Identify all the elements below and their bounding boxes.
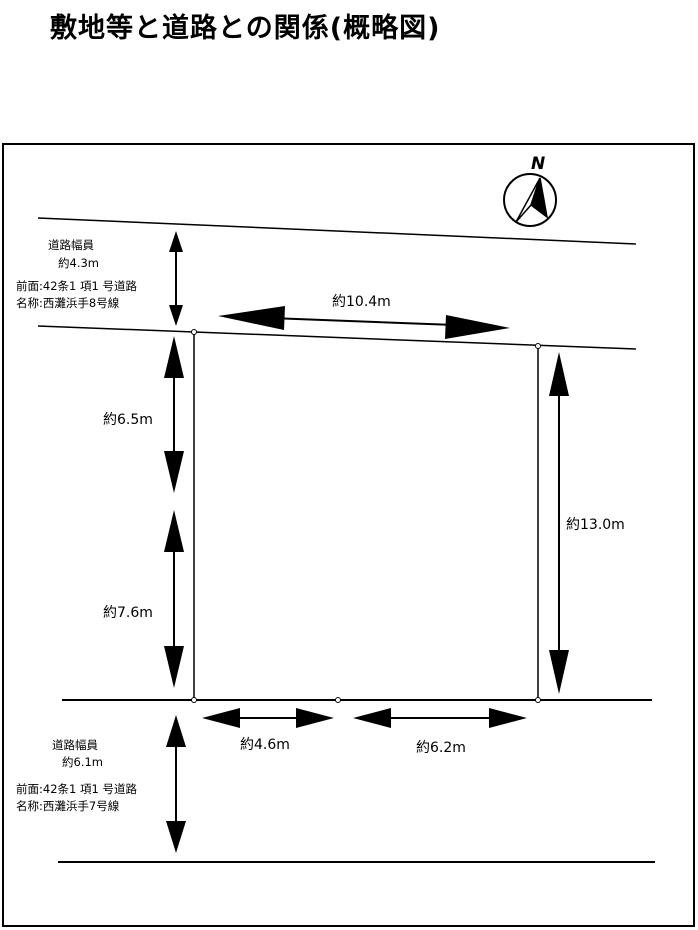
dimension-top: 約10.4m (332, 294, 391, 310)
bottom-right-frontage-arrow (353, 708, 527, 728)
corner-point (191, 697, 197, 703)
south-road-width-arrow (166, 715, 186, 853)
dimension-left-upper: 約6.5m (103, 412, 153, 428)
dimension-bottom-left: 約4.6m (240, 737, 290, 753)
diagram-frame (2, 143, 695, 927)
north-compass-icon (503, 173, 557, 227)
dimension-bottom-right: 約6.2m (416, 740, 466, 756)
left-lower-depth-arrow (164, 510, 184, 688)
page-title: 敷地等と道路との関係(概略図) (50, 13, 441, 44)
compass-north-label: N (531, 154, 546, 174)
north-road-width-label: 道路幅員 (48, 238, 94, 252)
corner-point (535, 697, 541, 703)
north-road-name: 名称:西灘浜手8号線 (16, 296, 120, 310)
south-road-width-value: 約6.1m (62, 755, 103, 769)
dimension-left-lower: 約7.6m (103, 605, 153, 621)
south-road-type: 前面:42条1 項1 号道路 (16, 782, 137, 796)
south-road-name: 名称:西灘浜手7号線 (16, 799, 120, 813)
left-upper-depth-arrow (164, 336, 184, 493)
right-depth-arrow (549, 352, 569, 694)
boundary-point (335, 697, 341, 703)
south-road-width-label: 道路幅員 (52, 738, 98, 752)
north-road-near-edge (37, 325, 637, 350)
north-road-type: 前面:42条1 項1 号道路 (16, 279, 137, 293)
dimension-right: 約13.0m (566, 517, 625, 533)
north-road-width-arrow (169, 231, 183, 326)
north-road-width-value: 約4.3m (58, 256, 99, 270)
corner-point (535, 343, 541, 349)
top-frontage-arrow (218, 306, 510, 339)
north-road-far-edge (37, 217, 637, 245)
corner-point (191, 329, 197, 335)
bottom-left-frontage-arrow (202, 708, 334, 728)
